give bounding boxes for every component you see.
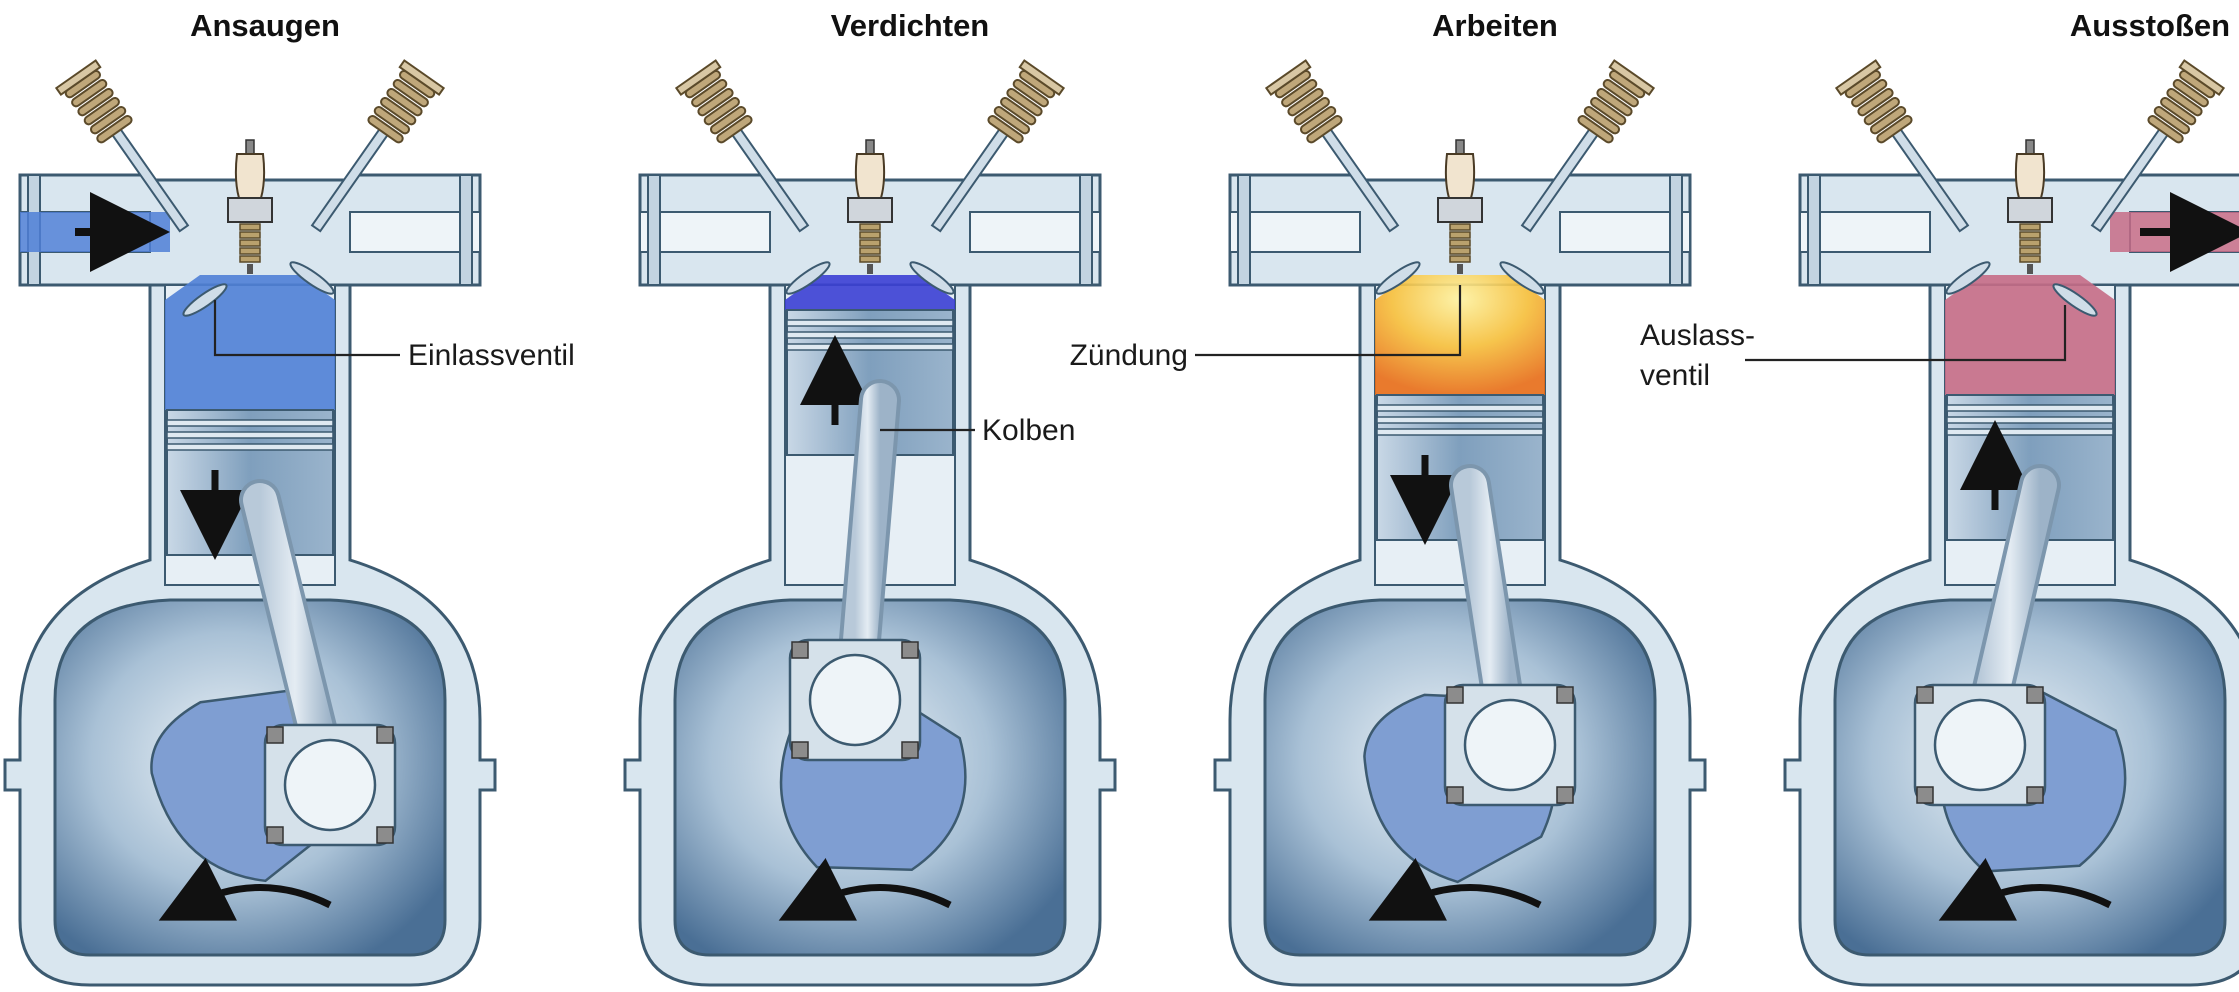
piston-ring [1377, 405, 1543, 411]
crank-journal [1465, 700, 1555, 790]
exhaust-valve-label-line1: Auslass- [1640, 319, 1755, 352]
bolt [1917, 787, 1933, 803]
intake-flange [648, 175, 660, 285]
piston-ring [1947, 417, 2113, 423]
bolt [2027, 787, 2043, 803]
exhaust-flange [1670, 175, 1682, 285]
piston-label: Kolben [982, 414, 1075, 447]
engine-1: Ansaugen [5, 8, 495, 985]
stage-title: Ausstoßen [2070, 8, 2230, 43]
engine-3: Arbeiten [1215, 8, 1705, 985]
crank-journal [285, 740, 375, 830]
piston-ring [167, 432, 333, 438]
bolt [1557, 687, 1573, 703]
piston-ring [1947, 405, 2113, 411]
exhaust-flange [1080, 175, 1092, 285]
intake-flange [1808, 175, 1820, 285]
piston-ring [1377, 417, 1543, 423]
bolt [2027, 687, 2043, 703]
engine-4: Ausstoßen [1785, 8, 2239, 985]
bolt [267, 727, 283, 743]
piston-ring [787, 332, 953, 338]
crank-journal [810, 655, 900, 745]
bolt [377, 727, 393, 743]
piston-ring [787, 344, 953, 350]
piston-ring [1947, 429, 2113, 435]
bolt [902, 742, 918, 758]
combustion-chamber [1945, 275, 2115, 395]
bolt [1447, 687, 1463, 703]
bolt [267, 827, 283, 843]
exhaust-flange [460, 175, 472, 285]
bolt [1917, 687, 1933, 703]
piston-ring [167, 420, 333, 426]
piston-ring [787, 320, 953, 326]
piston-ring [167, 444, 333, 450]
crank-journal [1935, 700, 2025, 790]
exhaust-valve-label-line2: ventil [1640, 359, 1710, 392]
stage-title: Verdichten [831, 8, 990, 43]
ignition-label: Zündung [1070, 339, 1188, 372]
engine-2: Verdichten [625, 8, 1115, 985]
bolt [902, 642, 918, 658]
piston-ring [1377, 429, 1543, 435]
bolt [1557, 787, 1573, 803]
bolt [792, 742, 808, 758]
bolt [1447, 787, 1463, 803]
stage-title: Arbeiten [1432, 8, 1558, 43]
intake-valve-label: Einlassventil [408, 339, 575, 372]
bolt [377, 827, 393, 843]
intake-flange [1238, 175, 1250, 285]
bolt [792, 642, 808, 658]
stage-title: Ansaugen [190, 8, 340, 43]
combustion-chamber [165, 275, 335, 410]
